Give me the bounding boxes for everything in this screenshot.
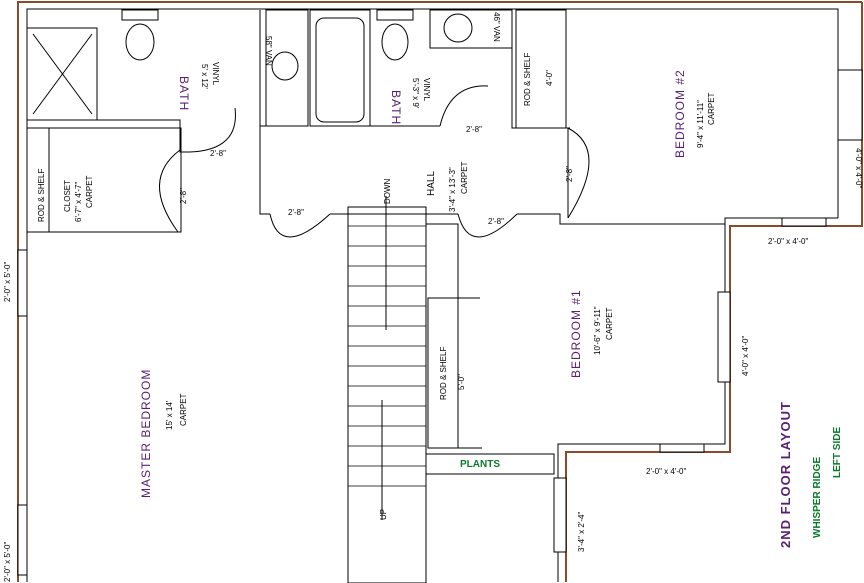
bath1-name: BATH (177, 76, 191, 111)
title-block: 2ND FLOOR LAYOUT WHISPER RIDGE LEFT SIDE (778, 401, 843, 548)
window-label-b2-bottom: 2'-0" x 4'-0" (768, 237, 808, 246)
window-label-b2-right: 4'-0" x 4'-0" (854, 148, 863, 188)
bath2-van: 46" VAN (492, 12, 501, 42)
door-label-master: 2'-8" (210, 149, 226, 158)
title-line2: WHISPER RIDGE (812, 457, 823, 538)
hall-floor: CARPET (460, 161, 469, 194)
bath2-size: 5'-3" x 9' (411, 78, 420, 109)
bedroom1-size: 10'-6" x 9'-11" (593, 306, 602, 355)
door-label-bath2: 2'-8" (466, 125, 482, 134)
door-label-closet: 2'-8" (179, 188, 188, 204)
door-label-b1: 2'-8" (488, 217, 504, 226)
bedroom2-size: 9'-4" x 11'-11" (696, 100, 705, 148)
bath2-label: BATH 5'-3" x 9' VINYL 46" VAN (389, 12, 501, 125)
b2-closet-size: 4'-0" (545, 70, 554, 86)
master-name: MASTER BEDROOM (139, 369, 153, 498)
closet-label: ROD & SHELF CLOSET 6'-7" x 4'-7" CARPET (37, 169, 94, 222)
window-label-master-bottom: 2'-0" x 5'-0" (3, 542, 12, 582)
stairs-up-label: UP (379, 509, 388, 520)
b1-closet-size: 5'-0" (457, 374, 466, 390)
window-label-master-top: 2'-0" x 5'-0" (3, 262, 12, 302)
window-label-stair: 3'-4" x 2'-4" (577, 512, 586, 552)
title-line3: LEFT SIDE (832, 427, 843, 478)
bath2-floor: VINYL (422, 78, 431, 102)
bedroom2-floor: CARPET (707, 92, 716, 125)
closet-rod-shelf: ROD & SHELF (37, 169, 46, 222)
bedroom1-name: BEDROOM #1 (569, 289, 583, 378)
stairs-down-label: DOWN (383, 178, 392, 204)
bedroom1-floor: CARPET (605, 307, 614, 340)
door-label-hall-master: 2'-8" (288, 208, 304, 217)
bedroom1-label: BEDROOM #1 10'-6" x 9'-11" CARPET (569, 289, 614, 378)
plants-label: PLANTS (460, 459, 500, 470)
closet-floor: CARPET (85, 175, 94, 208)
b2-rod-shelf: ROD & SHELF (523, 53, 532, 106)
bedroom2-name: BEDROOM #2 (673, 69, 687, 158)
master-size: 15' x 14' (165, 400, 174, 430)
bath1-size: 5' x 12' (200, 64, 209, 89)
hall-label: HALL 3'-4" x 13'-3" CARPET (426, 161, 469, 212)
master-floor: CARPET (179, 393, 188, 426)
window-label-b1-bottom: 2'-0" x 4'-0" (646, 467, 686, 476)
closet-name: CLOSET (63, 180, 72, 212)
door-label-b2: 2'-8" (565, 166, 574, 182)
window-label-b1-right: 4'-0" x 4'-0" (741, 336, 750, 376)
bath1-van: 58" VAN (264, 36, 273, 66)
b1-rod-shelf: ROD & SHELF (439, 347, 448, 400)
master-label: MASTER BEDROOM 15' x 14' CARPET (139, 369, 188, 498)
bath1-label: BATH 5' x 12' VINYL 58" VAN (177, 36, 273, 111)
bath1-floor: VINYL (211, 62, 220, 86)
hall-size: 3'-4" x 13'-3" (448, 167, 457, 212)
hall-name: HALL (426, 171, 437, 196)
title-line1: 2ND FLOOR LAYOUT (778, 401, 793, 548)
bath2-name: BATH (389, 90, 403, 125)
closet-size: 6'-7" x 4'-7" (74, 182, 83, 222)
bedroom2-label: BEDROOM #2 9'-4" x 11'-11" CARPET (673, 69, 716, 158)
